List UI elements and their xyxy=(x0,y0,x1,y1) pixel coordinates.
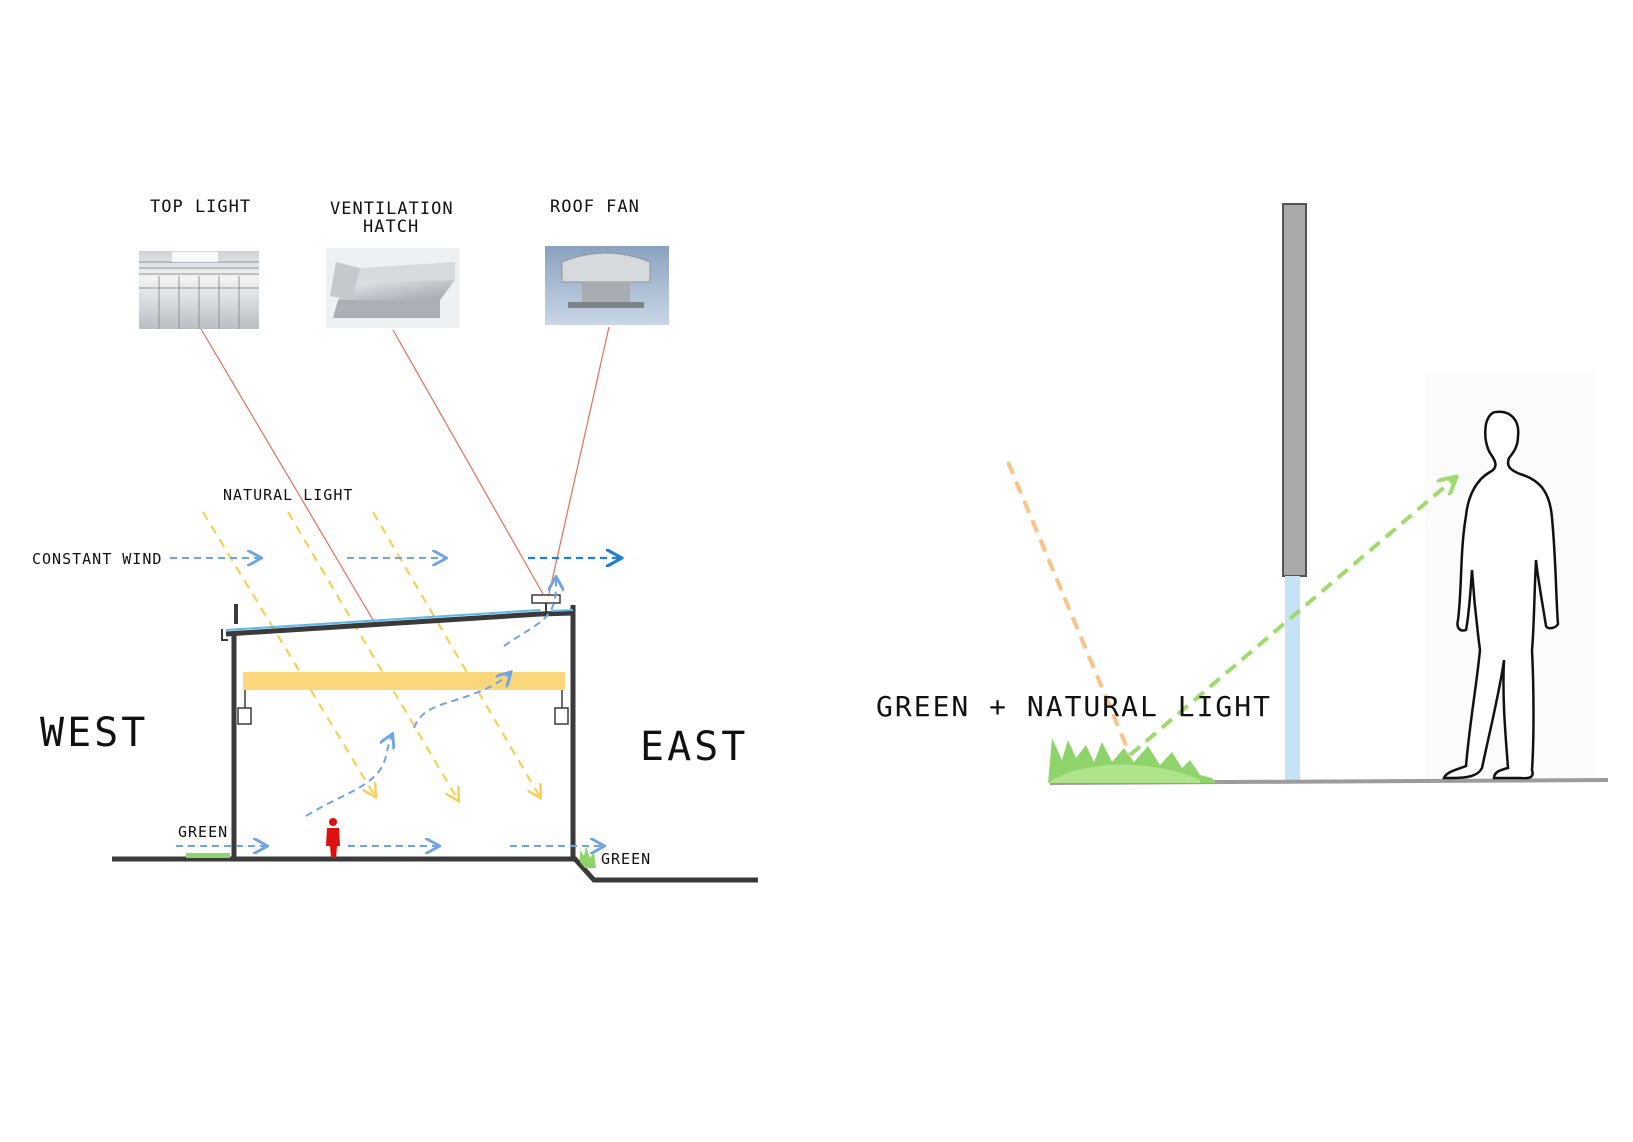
ventilation-hatch-photo xyxy=(326,248,459,328)
green-patch-west xyxy=(186,853,230,858)
roof-fan-photo xyxy=(545,246,669,325)
human-silhouette xyxy=(1442,410,1560,780)
green-natural-light-label: GREEN + NATURAL LIGHT xyxy=(876,690,1272,723)
constant-wind-label: CONSTANT WIND xyxy=(32,550,162,568)
sun-ray xyxy=(202,511,375,796)
top-light-label: TOP LIGHT xyxy=(150,197,251,217)
east-label: EAST xyxy=(640,724,748,770)
ventilation-hatch-label-line2: HATCH xyxy=(363,217,419,237)
ventilation-hatch-leader xyxy=(392,329,544,595)
green-label-west: GREEN xyxy=(178,823,228,841)
sun-ray xyxy=(287,511,458,800)
ventilation-hatch-callout: VENTILATION HATCH xyxy=(326,199,459,328)
person-icon xyxy=(326,818,340,858)
top-light-leader xyxy=(200,328,377,626)
leader-lines xyxy=(200,326,610,626)
light-band xyxy=(243,672,565,690)
top-light-callout: TOP LIGHT xyxy=(139,197,259,329)
water-column xyxy=(1285,576,1300,782)
ground-line xyxy=(112,856,758,883)
interior-airflow xyxy=(305,578,556,817)
west-label: WEST xyxy=(40,710,148,756)
roof-fan-label: ROOF FAN xyxy=(550,197,640,217)
sunlight-ray xyxy=(1006,461,1132,756)
roof xyxy=(225,611,541,637)
green-patch-east xyxy=(580,846,596,868)
top-light-photo xyxy=(139,251,259,329)
roof-fan-callout: ROOF FAN xyxy=(545,197,669,325)
ventilation-hatch-label-line1: VENTILATION xyxy=(330,199,454,219)
roof-fan-leader xyxy=(548,326,610,595)
natural-light-label: NATURAL LIGHT xyxy=(223,486,353,504)
pole xyxy=(1282,203,1307,577)
roof-glazing xyxy=(225,609,541,631)
sun-ray xyxy=(372,511,540,797)
building-section xyxy=(112,578,758,883)
green-label-east: GREEN xyxy=(601,850,651,868)
green-light-diagram xyxy=(1006,203,1609,785)
reflected-green-ray xyxy=(1128,478,1455,757)
light-fixtures xyxy=(237,690,569,725)
natural-light-rays xyxy=(202,511,540,800)
